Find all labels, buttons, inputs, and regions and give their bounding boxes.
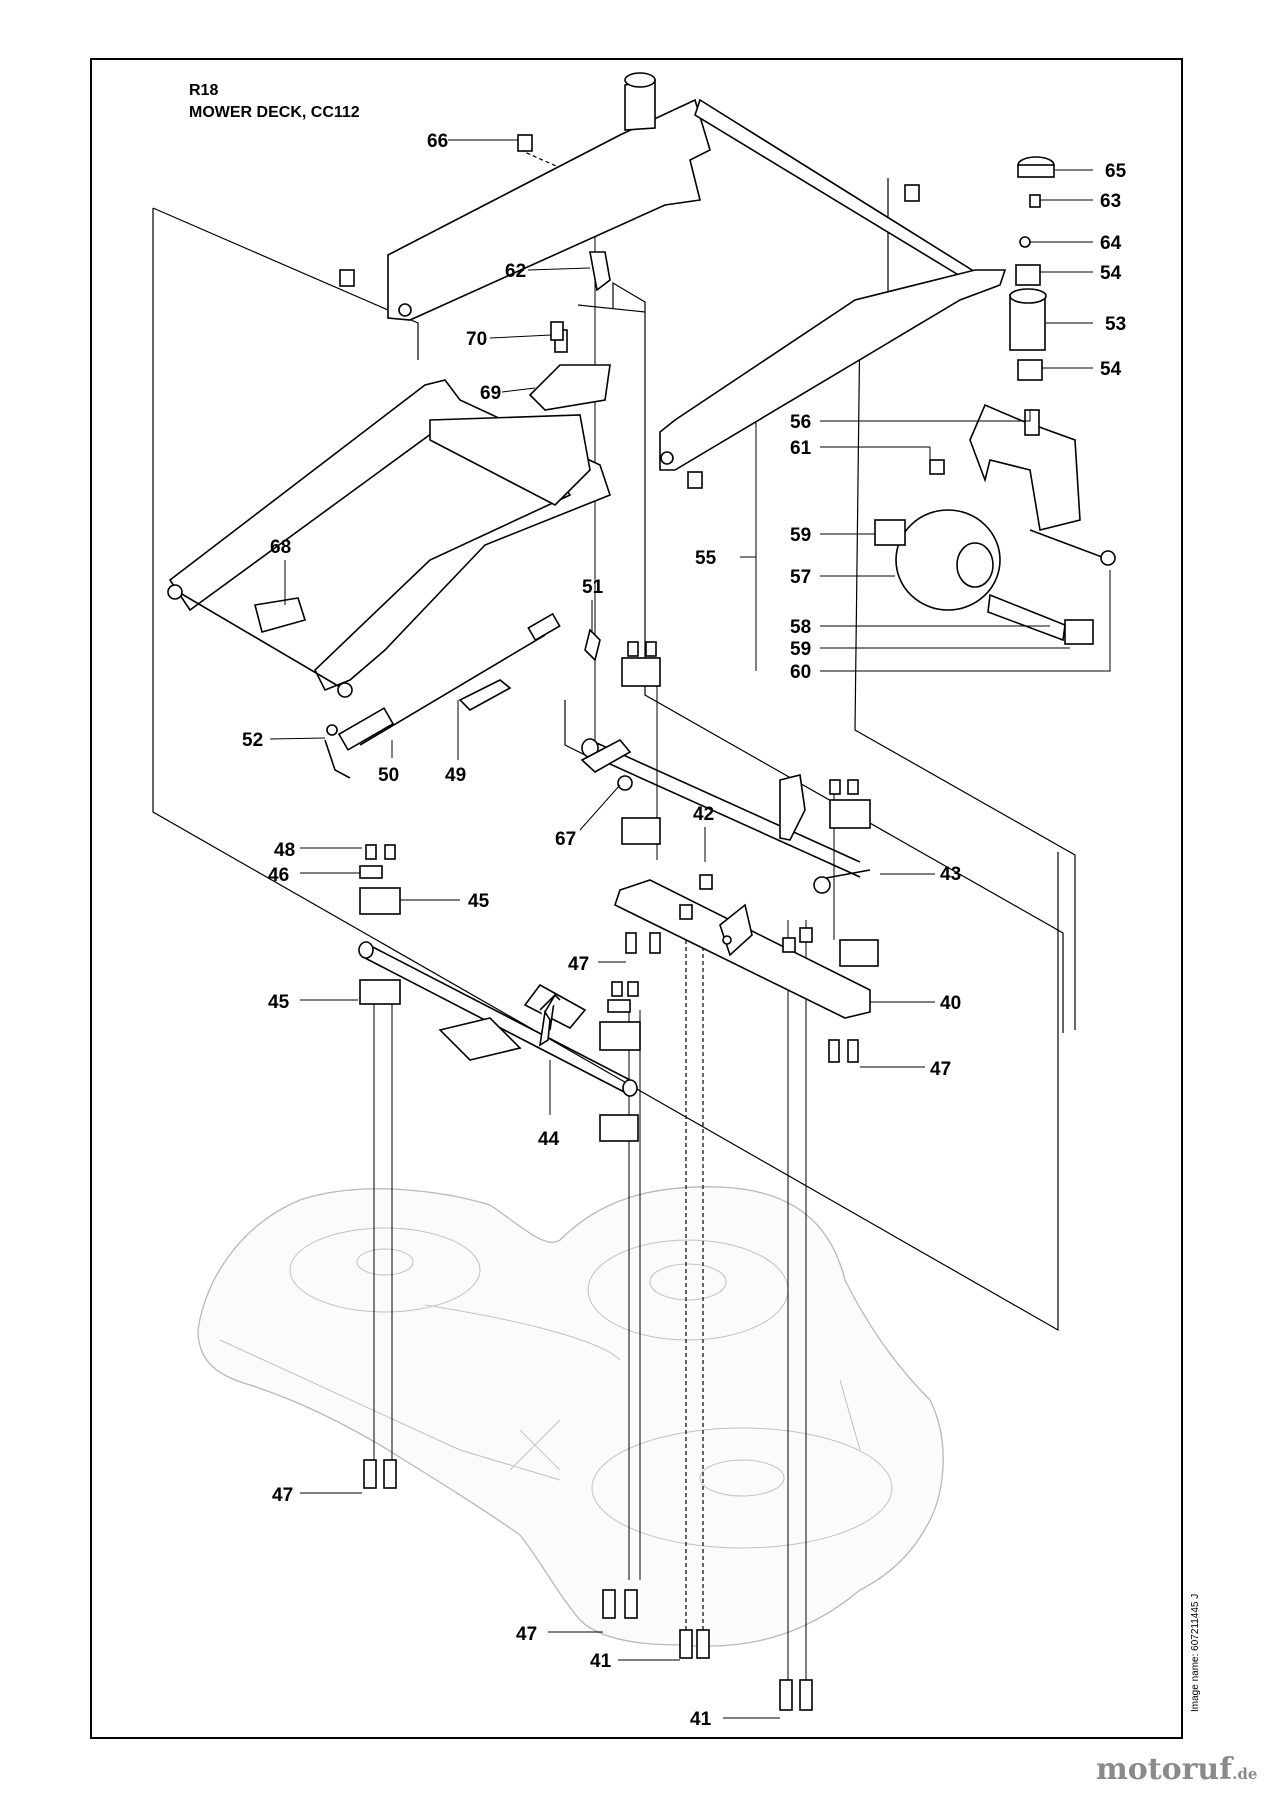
callout-50: 50 <box>378 765 399 786</box>
callout-57: 57 <box>790 567 811 588</box>
rear-shaft-assembly <box>358 844 641 1142</box>
callout-48: 48 <box>274 840 295 861</box>
section-title: MOWER DECK, CC112 <box>189 104 360 121</box>
bolts <box>339 134 920 1711</box>
callout-69: 69 <box>480 383 501 404</box>
drawing-frame <box>90 58 1183 1739</box>
site-watermark: motoruf.de <box>1096 1752 1257 1787</box>
callout-47-right: 47 <box>930 1059 951 1080</box>
callout-labels: 66 62 70 69 68 65 63 64 54 53 54 56 61 5… <box>242 131 1127 1730</box>
callout-66: 66 <box>427 131 448 152</box>
callout-47-left: 47 <box>272 1485 293 1506</box>
callout-51: 51 <box>582 577 604 598</box>
mower-deck-frame <box>167 379 611 698</box>
callout-61: 61 <box>790 438 812 459</box>
leader-lines <box>269 139 1111 1719</box>
callout-63: 63 <box>1100 191 1121 212</box>
caster-wheel-assembly <box>874 156 1116 645</box>
callout-68: 68 <box>270 537 291 558</box>
callout-47-lower: 47 <box>516 1624 537 1645</box>
front-shaft-assembly <box>580 641 879 967</box>
section-code: R18 <box>189 82 219 99</box>
callout-58: 58 <box>790 617 811 638</box>
lift-arm-left <box>387 72 982 321</box>
watermark-tld: .de <box>1232 1765 1258 1783</box>
lift-rod <box>324 612 601 779</box>
clip-62 <box>589 251 611 292</box>
callout-46: 46 <box>268 865 289 886</box>
callout-49: 49 <box>445 765 466 786</box>
callout-52: 52 <box>242 730 263 751</box>
callout-70: 70 <box>466 329 487 350</box>
bracket-69 <box>528 329 611 411</box>
callout-59-top: 59 <box>790 525 811 546</box>
callout-42: 42 <box>693 804 714 825</box>
title-block: R18 MOWER DECK, CC112 <box>189 80 360 124</box>
callout-43: 43 <box>940 864 961 885</box>
bracket-40 <box>614 874 871 1019</box>
callout-45-bottom: 45 <box>268 992 290 1013</box>
callout-54-top: 54 <box>1100 263 1122 284</box>
callout-45-top: 45 <box>468 891 490 912</box>
callout-41-lower: 41 <box>690 1709 712 1730</box>
view-planes <box>152 178 1076 1332</box>
callout-55: 55 <box>695 548 717 569</box>
callout-56: 56 <box>790 412 811 433</box>
callout-41-upper: 41 <box>590 1651 612 1672</box>
callout-62: 62 <box>505 261 526 282</box>
callout-44: 44 <box>538 1129 560 1150</box>
callout-47-mid: 47 <box>568 954 589 975</box>
callout-54-bottom: 54 <box>1100 359 1122 380</box>
callout-53: 53 <box>1105 314 1126 335</box>
mower-deck <box>197 1186 944 1647</box>
callout-60: 60 <box>790 662 811 683</box>
callout-67: 67 <box>555 829 576 850</box>
image-name-caption: Image name: 607211445 J <box>1190 1593 1201 1712</box>
lift-arm-right <box>659 269 1007 471</box>
callout-59-bottom: 59 <box>790 639 811 660</box>
callout-65: 65 <box>1105 161 1127 182</box>
callout-40: 40 <box>940 993 961 1014</box>
callout-64: 64 <box>1100 233 1122 254</box>
watermark-brand: motoruf <box>1096 1752 1233 1787</box>
